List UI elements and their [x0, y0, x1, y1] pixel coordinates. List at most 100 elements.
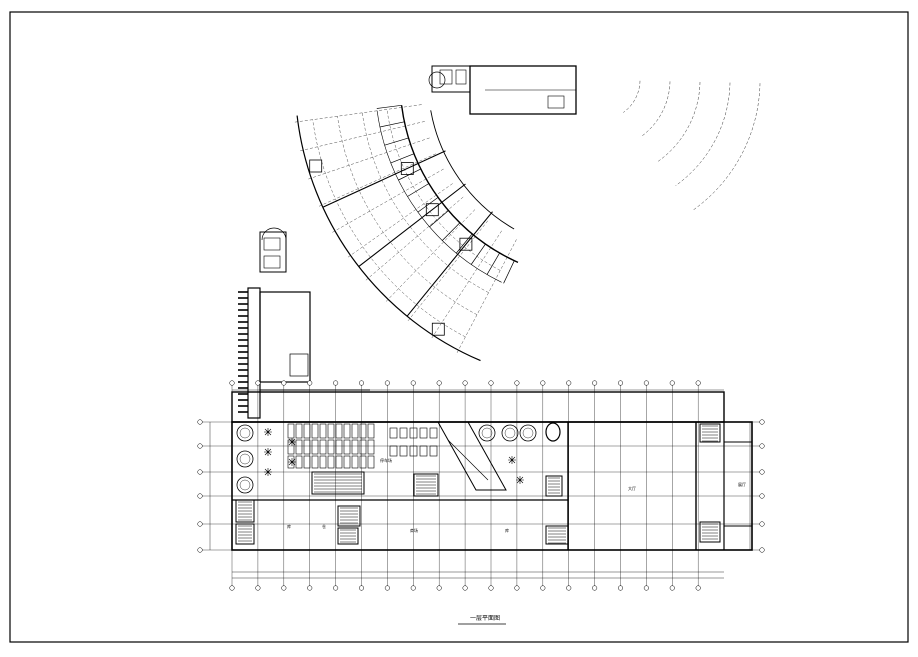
- landscape-mark: [481, 427, 493, 439]
- connector-parking-stripes: [238, 291, 248, 413]
- landscape-mark: [239, 427, 251, 439]
- room-label-east: 展厅: [738, 481, 746, 487]
- parking-stall: [295, 455, 303, 469]
- parking-stall: [359, 423, 367, 439]
- landscape-mark: [508, 456, 516, 464]
- parking-stall: [335, 439, 343, 455]
- landscape-mark: [236, 424, 254, 442]
- axis-line: [695, 585, 701, 591]
- landscape-mark: [236, 476, 254, 494]
- landscape-mark: [239, 453, 251, 465]
- wall-line: [379, 121, 405, 128]
- axis-line: [197, 493, 203, 499]
- grid-line: [298, 121, 425, 152]
- axis-line: [197, 547, 203, 553]
- parking-stall: [429, 445, 438, 457]
- axis-line: [197, 443, 203, 449]
- parking-stall: [367, 423, 375, 439]
- axis-line: [255, 585, 261, 591]
- landscape-mark: [516, 476, 524, 484]
- wall-line: [390, 153, 415, 164]
- grid-line: [430, 230, 502, 340]
- landscape-mark: [478, 424, 496, 442]
- wall-line: [503, 260, 515, 284]
- grid-line: [362, 112, 489, 293]
- wall-line: [406, 211, 493, 317]
- main-block-grid: [197, 380, 765, 591]
- grid-line: [692, 83, 761, 211]
- wall-line: [384, 137, 409, 146]
- axis-line: [617, 585, 624, 591]
- axis-line: [488, 585, 494, 591]
- parking-stall: [389, 445, 398, 457]
- parking-stall: [389, 427, 398, 439]
- grid-line: [406, 220, 488, 323]
- wall-line: [456, 233, 473, 254]
- wall-line: [429, 210, 449, 228]
- wall-line: [417, 197, 439, 213]
- axis-line: [384, 380, 390, 386]
- axis-line: [333, 380, 339, 386]
- axis-line: [197, 469, 203, 475]
- axis-line: [197, 419, 203, 425]
- wall-line: [407, 183, 430, 197]
- parking-stall: [287, 455, 295, 469]
- grid-line: [306, 137, 430, 180]
- parking-stall: [343, 423, 351, 439]
- parking-stall: [409, 445, 418, 457]
- parking-stall: [409, 427, 418, 439]
- axis-line: [759, 493, 765, 499]
- axis-line: [358, 585, 365, 591]
- parking-stall: [303, 455, 311, 469]
- wall-line: [358, 183, 466, 268]
- parking-stall: [335, 423, 343, 439]
- parking-stall: [311, 455, 319, 469]
- landscape-mark: [239, 479, 251, 491]
- grid-line: [317, 153, 436, 208]
- landscape-mark: [519, 424, 537, 442]
- stair-core: [235, 499, 255, 523]
- axis-line: [462, 380, 468, 386]
- grid-line: [675, 82, 731, 186]
- axis-line: [307, 585, 313, 591]
- stair-core: [337, 505, 361, 527]
- sheet-border: [9, 11, 909, 643]
- curved-wing-walls: [296, 104, 519, 362]
- main-block: [231, 391, 753, 551]
- axis-line: [229, 585, 235, 591]
- parking-stall: [429, 427, 438, 439]
- parking-stall: [343, 455, 351, 469]
- stair-core: [699, 423, 721, 443]
- parking-stall: [359, 455, 367, 469]
- grid-line: [386, 109, 501, 271]
- wall-line: [296, 115, 481, 362]
- west-stair-block: [259, 227, 287, 273]
- parking-stall: [311, 423, 319, 439]
- axis-line: [436, 585, 442, 591]
- parking-stall: [367, 439, 375, 455]
- wall-line: [442, 222, 461, 241]
- parking-stall: [327, 423, 335, 439]
- wall-line: [400, 105, 519, 264]
- grid-line: [640, 81, 671, 138]
- axis-line: [759, 547, 765, 553]
- wall-line: [430, 110, 515, 230]
- wall-line: [376, 110, 502, 283]
- parking-stall: [287, 423, 295, 439]
- landscape-mark: [501, 424, 519, 442]
- axis-line: [540, 585, 546, 591]
- parking-stall: [419, 445, 428, 457]
- landscape-mark: [504, 427, 516, 439]
- axis-line: [759, 419, 765, 425]
- axis-line: [281, 380, 287, 386]
- parking-stall: [351, 439, 359, 455]
- axis-line: [197, 521, 203, 527]
- grid-line: [346, 183, 453, 259]
- axis-line: [410, 380, 416, 386]
- curved-wing-grid: [292, 80, 761, 355]
- north-tail-block: [428, 65, 577, 115]
- axis-line: [759, 443, 765, 449]
- landscape-mark: [288, 438, 296, 446]
